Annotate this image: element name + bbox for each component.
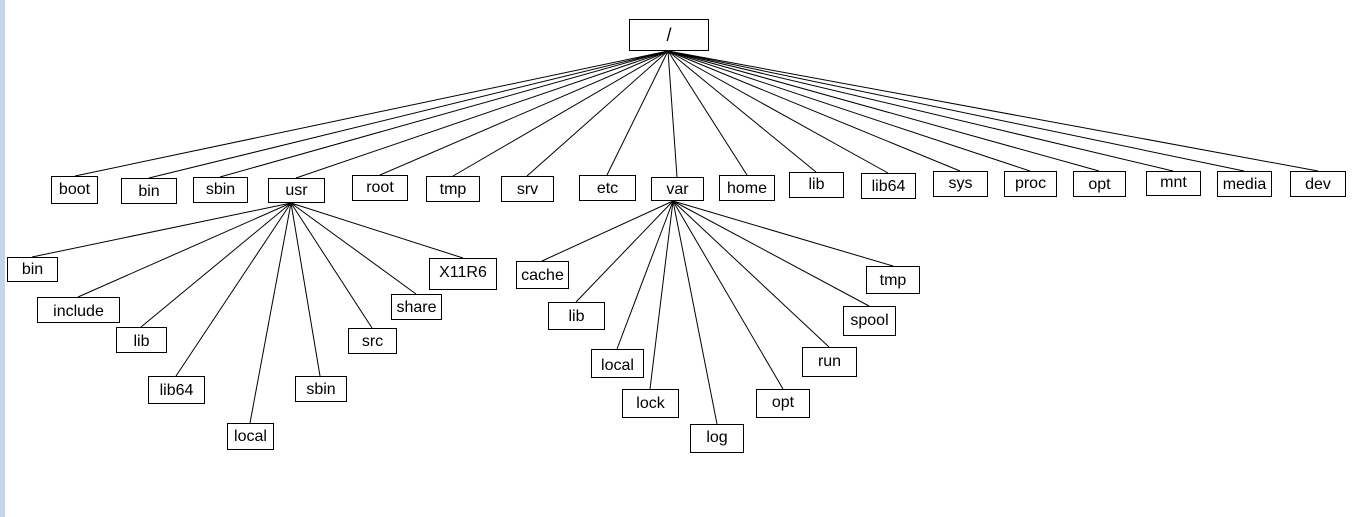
node-etc: etc: [579, 175, 636, 201]
node-usr-local: local: [227, 423, 274, 450]
node-var-spool: spool: [843, 306, 896, 336]
node-srv: srv: [501, 176, 554, 202]
connector-root-to-boot: [74, 50, 669, 177]
connector-root-to-var: [667, 50, 678, 178]
connector-usr-to-local: [249, 202, 292, 424]
connector-var-to-cache: [541, 200, 674, 262]
connector-root-to-opt: [667, 50, 1100, 172]
node-usr-include: include: [37, 297, 120, 323]
connector-root-to-media: [667, 50, 1245, 172]
connector-var-to-log: [672, 200, 718, 425]
node-usr: usr: [268, 178, 325, 203]
connector-root-to-home: [667, 50, 748, 176]
node-var-local: local: [591, 349, 644, 378]
connector-root-to-tmp: [452, 50, 669, 177]
node-usr-lib: lib: [116, 327, 167, 353]
node-home: home: [719, 175, 775, 201]
connector-root-to-srv: [526, 50, 669, 177]
node-lib: lib: [789, 172, 844, 198]
node-tmp: tmp: [426, 176, 480, 202]
connector-var-to-spool: [672, 200, 870, 307]
node-usr-bin: bin: [7, 257, 58, 282]
node-usr-src: src: [348, 328, 397, 354]
connector-var-to-lib: [575, 200, 674, 303]
connector-root-to-lib: [667, 50, 817, 173]
connector-root-to-root: [379, 50, 669, 176]
connector-var-to-run: [672, 200, 830, 348]
connector-usr-to-sbin: [290, 202, 321, 377]
node-var-run: run: [802, 347, 857, 377]
connector-root-to-usr: [295, 50, 669, 179]
node-var-log: log: [690, 424, 744, 453]
connector-root-to-mnt: [667, 50, 1174, 172]
node-root: /: [629, 19, 709, 51]
node-var-cache: cache: [516, 261, 569, 289]
connector-var-to-local: [616, 200, 674, 350]
connector-usr-to-lib: [140, 202, 292, 328]
connector-usr-to-src: [290, 202, 373, 329]
node-mnt: mnt: [1146, 171, 1201, 196]
connector-root-to-proc: [667, 50, 1031, 172]
node-sys: sys: [933, 171, 988, 197]
connector-usr-to-lib64: [175, 202, 292, 377]
node-root-label: /: [666, 25, 672, 45]
connector-usr-to-include: [77, 202, 292, 298]
connector-root-to-dev: [667, 50, 1319, 172]
node-lib64: lib64: [861, 173, 916, 199]
node-root-dir: root: [352, 175, 408, 201]
node-var: var: [651, 177, 704, 201]
node-var-opt: opt: [756, 389, 810, 418]
node-usr-sbin: sbin: [295, 376, 347, 402]
node-media: media: [1217, 171, 1272, 197]
node-var-lib: lib: [548, 302, 605, 330]
node-boot: boot: [51, 176, 98, 204]
node-var-lock: lock: [622, 389, 679, 418]
connector-usr-to-share: [290, 202, 417, 295]
node-bin: bin: [121, 178, 177, 204]
node-usr-lib64: lib64: [148, 376, 205, 404]
node-usr-x11r6: X11R6: [429, 258, 497, 290]
connector-root-to-bin: [148, 50, 669, 179]
node-dev: dev: [1290, 171, 1346, 197]
connector-var-to-tmp: [672, 200, 894, 267]
node-opt: opt: [1073, 171, 1126, 197]
connector-usr-to-bin: [31, 202, 292, 258]
node-sbin: sbin: [193, 177, 248, 203]
connector-root-to-sys: [667, 50, 961, 172]
connector-var-to-opt: [672, 200, 784, 390]
node-usr-share: share: [391, 294, 442, 320]
connector-usr-to-X11R6: [290, 202, 464, 259]
window-edge-strip: [0, 0, 5, 517]
connector-root-to-lib64: [667, 50, 889, 174]
node-var-tmp: tmp: [866, 266, 920, 294]
connector-var-to-lock: [649, 200, 674, 390]
connector-root-to-sbin: [219, 50, 669, 178]
node-proc: proc: [1004, 171, 1057, 197]
connector-root-to-etc: [606, 50, 669, 176]
